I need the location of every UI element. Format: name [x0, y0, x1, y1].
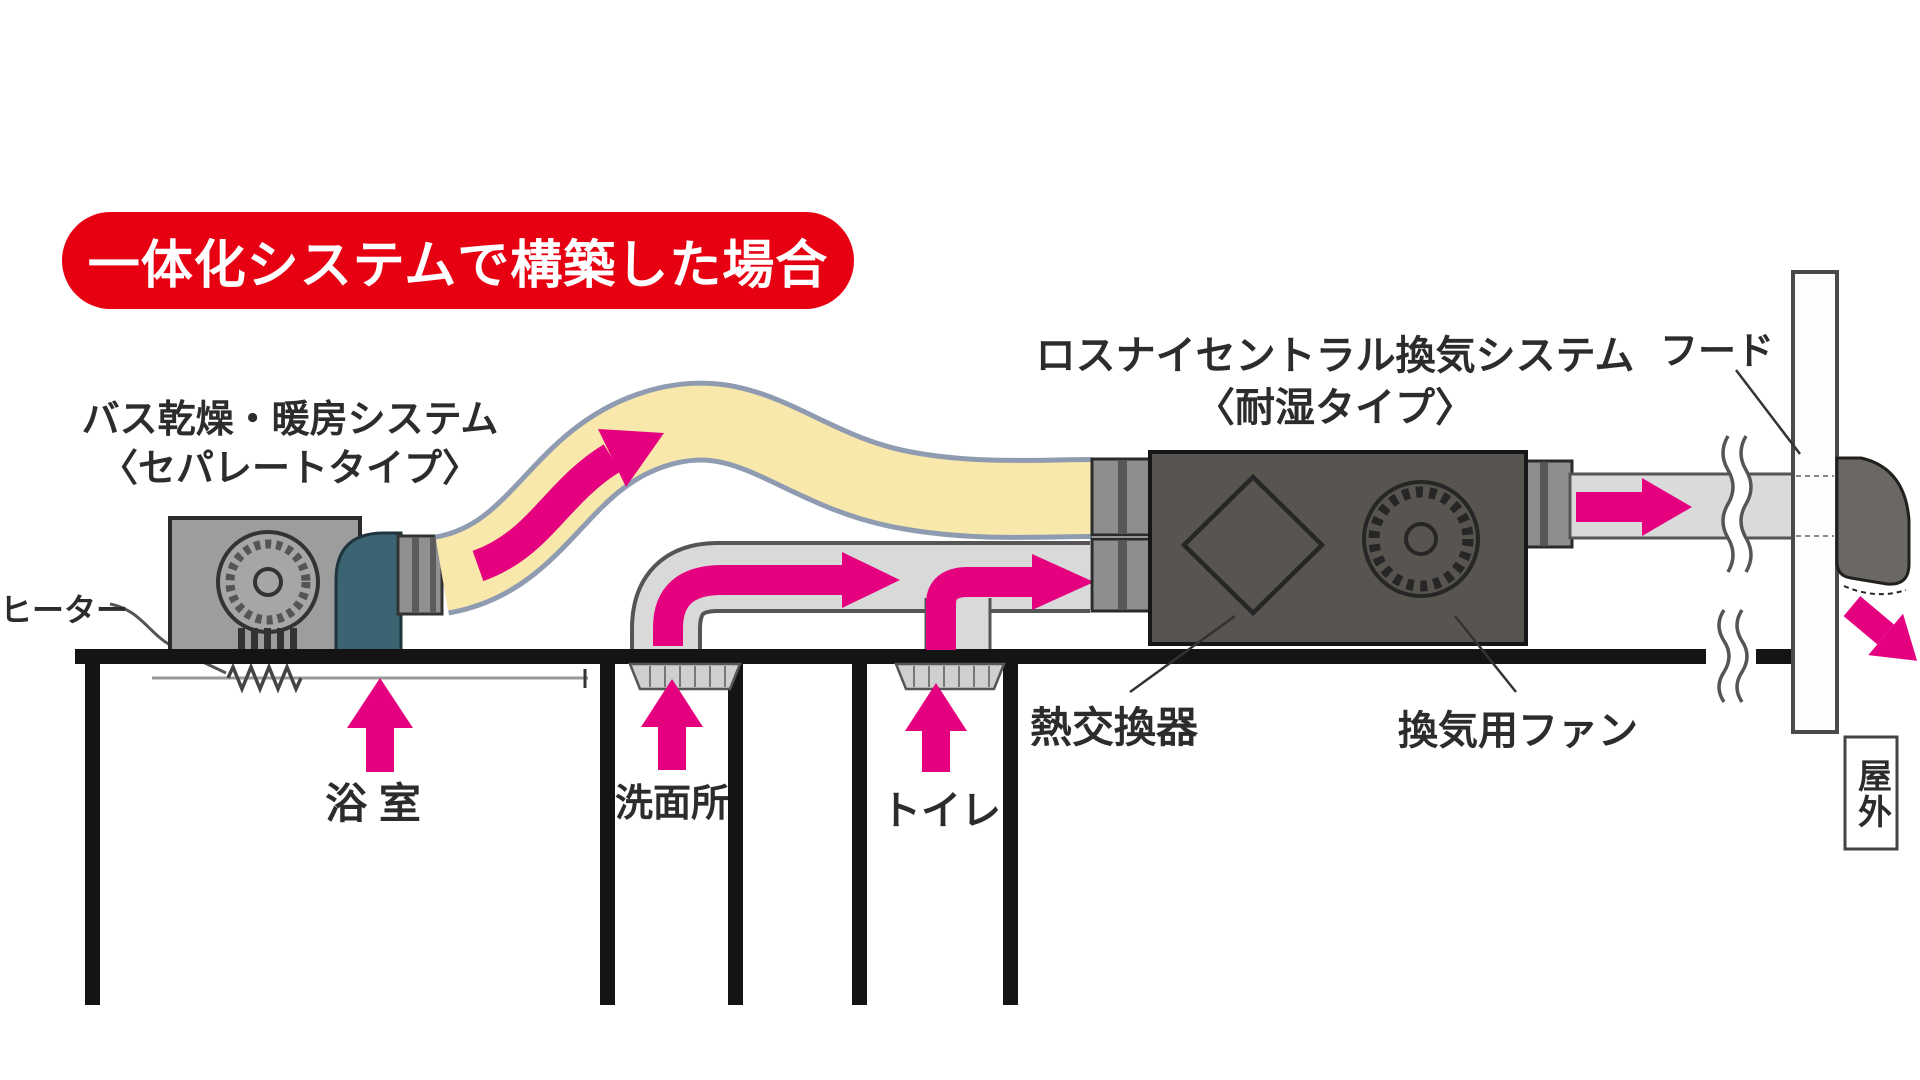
- airflow-arrow-toilet-up: [905, 683, 967, 772]
- airflow-arrow-supply: [472, 429, 664, 582]
- exhaust-duct: [1568, 472, 1798, 540]
- bath-system-line1: バス乾燥・暖房システム: [81, 399, 499, 441]
- lossnay-unit: [1090, 450, 1574, 694]
- bath-heating-unit: [168, 516, 362, 657]
- vent-grille-toilet: [894, 662, 1006, 691]
- lossnay-line2: 〈耐湿タイプ〉: [1195, 386, 1475, 430]
- heat-exchanger-label: 熱交換器: [1030, 704, 1199, 751]
- airflow-arrow-outdoor: [1843, 596, 1918, 661]
- exterior-wall-board: [1791, 270, 1839, 734]
- walls: [85, 664, 1018, 1005]
- break-marks: [1717, 431, 1753, 703]
- bathroom-label: 浴 室: [325, 780, 421, 827]
- ventilation-fan-label: 換気用ファン: [1398, 709, 1638, 753]
- airflow-arrow-bathroom-up: [347, 678, 413, 772]
- title-banner-text: 一体化システムで構築した場合: [87, 237, 829, 295]
- outdoor-label: 屋外: [1852, 758, 1891, 830]
- hood-label: フード: [1660, 331, 1775, 373]
- ventilation-fan-icon: [1362, 480, 1480, 598]
- heater-label: ヒーター: [0, 592, 129, 628]
- fan-icon: [216, 530, 320, 634]
- leader-line: [1454, 615, 1517, 693]
- airflow-arrow-toilet-duct: [926, 554, 1094, 650]
- heat-exchanger-icon: [1180, 473, 1326, 617]
- vent-grille-washroom: [628, 662, 742, 691]
- airflow-arrow-exhaust: [1576, 478, 1692, 536]
- airflow-arrow-washroom-duct: [653, 552, 900, 646]
- exhaust-hood: [1835, 456, 1911, 596]
- unit-grille: [238, 628, 297, 655]
- outdoor-label-box: [1843, 735, 1899, 851]
- duct-collar: [396, 534, 444, 616]
- ceiling: [75, 649, 1794, 664]
- lossnay-label: ロスナイセントラル換気システム 〈耐湿タイプ〉: [1020, 330, 1650, 434]
- airflow-arrow-washroom-up: [641, 679, 703, 770]
- lossnay-line1: ロスナイセントラル換気システム: [1035, 334, 1635, 378]
- bath-system-label: バス乾燥・暖房システム 〈セパレートタイプ〉: [50, 396, 530, 495]
- hood-leader-line: [1735, 369, 1801, 455]
- leader-line: [1129, 614, 1236, 694]
- title-banner: 一体化システムで構築した場合: [62, 212, 854, 309]
- toilet-label: トイレ: [881, 789, 1001, 833]
- bath-system-line2: 〈セパレートタイプ〉: [99, 448, 480, 491]
- teal-elbow-duct: [334, 531, 403, 657]
- washroom-label: 洗面所: [614, 783, 729, 825]
